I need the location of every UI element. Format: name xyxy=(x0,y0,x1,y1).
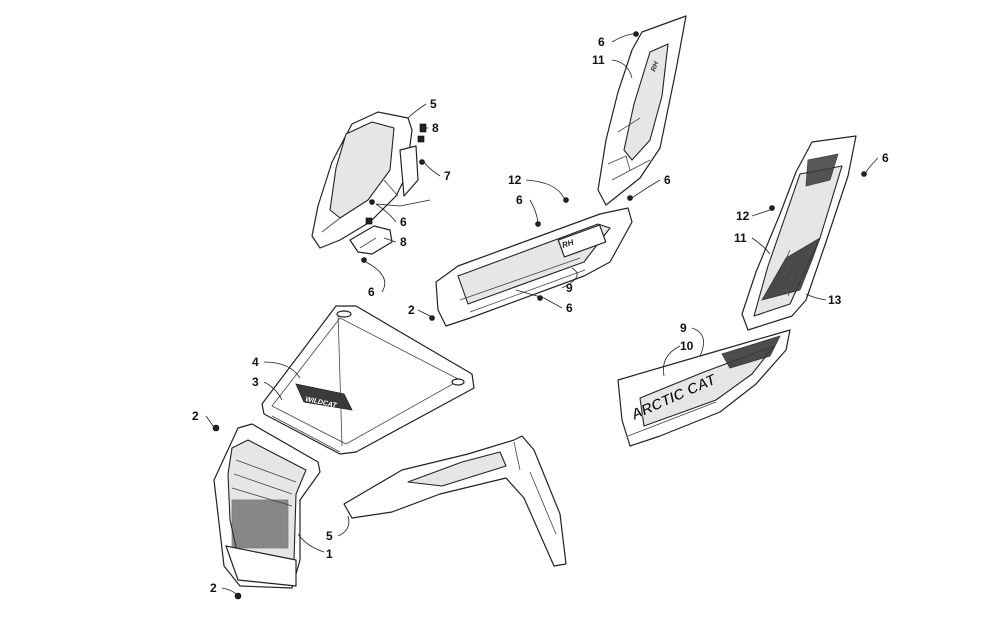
rh-mark-upper: RH xyxy=(650,60,660,73)
callout-5-top: 5 xyxy=(430,97,437,111)
callout-13: 13 xyxy=(828,293,842,307)
callout-6-bottom-mid: 6 xyxy=(566,301,573,315)
mount-bracket xyxy=(349,225,393,255)
callout-6-left-upper: 6 xyxy=(400,215,407,229)
callout-8-lower: 8 xyxy=(400,235,407,249)
callout-6-left-lower: 6 xyxy=(368,285,375,299)
callout-12-mid: 12 xyxy=(508,173,522,187)
callout-11-right: 11 xyxy=(734,231,747,245)
callout-2-left: 2 xyxy=(192,409,199,423)
callout-12-right: 12 xyxy=(736,209,750,223)
side-footwell-panel: RH xyxy=(435,207,633,327)
callout-7: 7 xyxy=(444,169,451,183)
callout-10: 10 xyxy=(680,339,694,353)
callout-3: 3 xyxy=(252,375,259,389)
outer-side-panel-lower: ARCTIC CAT xyxy=(617,329,791,447)
callout-6-right: 6 xyxy=(882,151,889,165)
callout-11-top: 11 xyxy=(592,53,605,67)
front-hood: WILDCAT xyxy=(261,305,475,455)
front-fender-lower xyxy=(343,435,567,567)
inner-side-panel-upper: RH xyxy=(597,15,687,206)
callout-2-mid: 2 xyxy=(408,303,415,317)
leader-lines xyxy=(205,33,879,595)
callout-labels: 6 11 5 8 7 12 6 6 6 8 6 9 2 6 6 12 11 13… xyxy=(192,35,889,595)
callout-4: 4 xyxy=(252,355,259,369)
front-grille-bumper xyxy=(213,423,321,589)
callout-9-right: 9 xyxy=(680,321,687,335)
callout-8-top: 8 xyxy=(432,121,439,135)
callout-6-mid: 6 xyxy=(516,193,523,207)
callout-1: 1 xyxy=(326,547,333,561)
callout-6-mid-right: 6 xyxy=(664,173,671,187)
callout-5-bottom: 5 xyxy=(326,529,333,543)
outer-side-panel-upper xyxy=(741,135,857,331)
callout-2-bottom: 2 xyxy=(210,581,217,595)
callout-9-mid: 9 xyxy=(566,281,573,295)
callout-6-top: 6 xyxy=(598,35,605,49)
rh-mark: RH xyxy=(561,238,575,250)
